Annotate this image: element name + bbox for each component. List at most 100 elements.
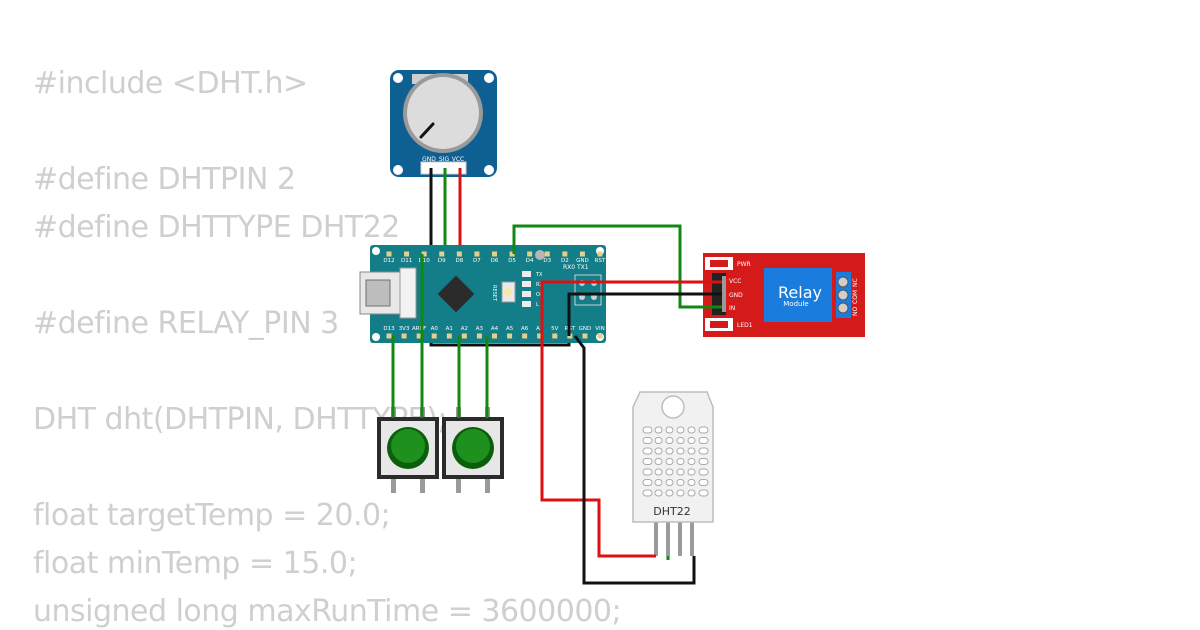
arduino-pin-label: A0 (431, 326, 439, 332)
dht-vent-slot (676, 447, 685, 455)
wire-5v-dht-vcc[interactable] (540, 336, 656, 558)
dht-vent-slot (687, 489, 696, 497)
arduino-pin-label: GND (579, 326, 592, 332)
arduino-pin[interactable] (404, 251, 410, 257)
arduino-pin[interactable] (507, 333, 513, 339)
relay-pin-in-label: IN (729, 305, 735, 312)
wire-d3-relay-in[interactable] (512, 224, 722, 309)
dht-vent-slot (687, 468, 696, 476)
led-label-tx: TX (535, 272, 543, 278)
rx-tx-label: RX0 TX1 (563, 264, 589, 271)
arduino-pin-label: D9 (438, 258, 446, 264)
arduino-pin[interactable] (597, 251, 603, 257)
push-button-1[interactable] (377, 407, 439, 493)
dht-vent-slot (654, 468, 663, 476)
arduino-pin-label: D11 (401, 258, 412, 264)
arduino-pin[interactable] (597, 333, 603, 339)
relay-subtitle: Module (783, 300, 808, 308)
dht-vent-slot (676, 437, 685, 444)
led-label-l: L (536, 302, 539, 308)
arduino-pin-label: D2 (561, 258, 569, 264)
dht-vent-grid (642, 426, 709, 497)
arduino-pin[interactable] (527, 251, 533, 257)
dht-vent-slot (654, 479, 663, 486)
dht-vent-slot (687, 447, 696, 455)
dht-vent-slot (654, 437, 663, 444)
pot-pin-vcc-label: VCC (452, 156, 464, 163)
arduino-pin[interactable] (522, 333, 528, 339)
reset-label: RESET (491, 285, 497, 302)
arduino-pin[interactable] (537, 333, 543, 339)
arduino-pin[interactable] (509, 251, 515, 257)
dht-vent-slot (698, 468, 709, 476)
dht-vent-slot (654, 458, 663, 465)
dht-vent-slot (687, 426, 696, 434)
arduino-pin[interactable] (544, 251, 550, 257)
arduino-pin-label: A7 (536, 326, 544, 332)
relay-block (764, 268, 832, 322)
relay-terminal-com: COM (852, 290, 859, 304)
dht22-sensor[interactable]: DHT22 (632, 391, 714, 556)
dht-vent-slot (676, 489, 685, 497)
arduino-pin-label: A5 (506, 326, 514, 332)
usb-connector (359, 267, 417, 319)
arduino-pin[interactable] (579, 251, 585, 257)
arduino-pin[interactable] (439, 251, 445, 257)
arduino-pin-label: D4 (526, 258, 534, 264)
arduino-pin[interactable] (431, 333, 437, 339)
led-label-rx: RX (536, 282, 543, 288)
dht-vent-slot (665, 489, 674, 497)
arduino-pin[interactable] (421, 251, 427, 257)
potentiometer[interactable]: GND SIG VCC (390, 70, 497, 177)
dht-vent-slot (654, 447, 663, 455)
dht-vent-slot (654, 489, 663, 497)
code-line: #include <DHT.h> (33, 66, 308, 101)
dht-vent-slot (642, 426, 653, 434)
dht-label: DHT22 (653, 505, 690, 518)
dht-vent-slot (698, 458, 709, 465)
arduino-pin[interactable] (582, 333, 588, 339)
push-button-2[interactable] (442, 407, 504, 493)
wire-gnd-relay-gnd[interactable] (567, 292, 722, 336)
code-line: float targetTemp = 20.0; (33, 498, 391, 533)
microcontroller-chip (437, 275, 475, 313)
arduino-pin[interactable] (476, 333, 482, 339)
wire-5v-relay-vcc[interactable] (540, 280, 722, 336)
dht-vent-slot (642, 479, 653, 486)
arduino-pin[interactable] (492, 333, 497, 339)
dht-vent-slot (676, 426, 685, 434)
relay-pwr-label: PWR (737, 261, 751, 268)
arduino-pin[interactable] (552, 333, 558, 339)
dht-vent-slot (698, 489, 709, 497)
code-line: #define DHTTYPE DHT22 (33, 210, 400, 245)
arduino-pin-label: RST (595, 258, 606, 264)
arduino-pin-label: A2 (461, 326, 468, 332)
arduino-pin[interactable] (416, 333, 422, 339)
code-line: float minTemp = 15.0; (33, 546, 358, 581)
arduino-pin[interactable] (401, 333, 407, 339)
arduino-pin-label: AREF (412, 326, 426, 332)
arduino-pin[interactable] (386, 333, 392, 339)
arduino-pin[interactable] (492, 251, 497, 257)
dht-vent-slot (698, 437, 709, 444)
arduino-pin[interactable] (474, 251, 480, 257)
arduino-pin[interactable] (461, 333, 467, 339)
arduino-pin-label: A3 (476, 326, 484, 332)
code-line: #define RELAY_PIN 3 (33, 306, 339, 341)
arduino-pin[interactable] (456, 251, 462, 257)
dht-vent-slot (698, 447, 709, 455)
dht-vent-slot (676, 458, 685, 465)
wire-gnd-dht-gnd[interactable] (573, 335, 696, 585)
arduino-pin[interactable] (562, 251, 568, 257)
led-label-on: ON (536, 292, 544, 298)
relay-pin-gnd-label: GND (729, 292, 743, 299)
arduino-pin[interactable] (386, 251, 392, 257)
arduino-pin-label: D10 (419, 258, 431, 264)
dht-vent-slot (698, 479, 709, 486)
arduino-pin[interactable] (446, 333, 452, 339)
dht-vent-slot (687, 437, 696, 444)
relay-module[interactable]: PWR LED1 VCC GND IN Relay Module NO COM … (703, 253, 865, 337)
